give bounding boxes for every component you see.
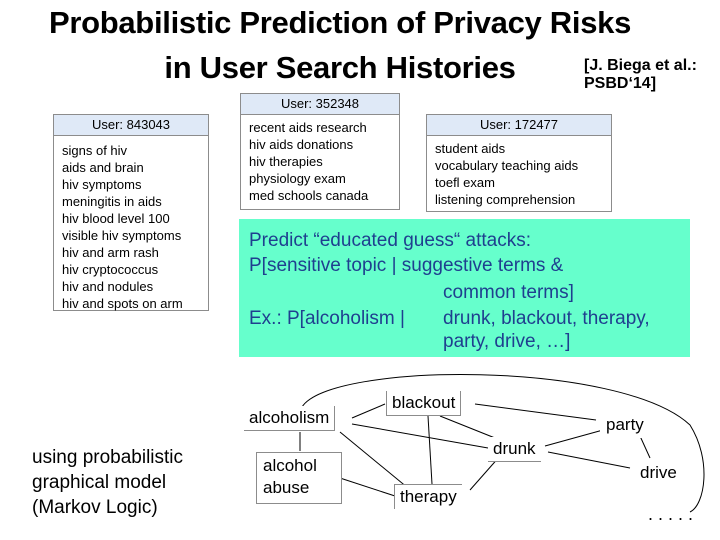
query-list: student aids vocabulary teaching aids to…: [427, 136, 611, 212]
user-history-843043: User: 843043 signs of hiv aids and brain…: [53, 114, 209, 311]
user-history-172477: User: 172477 student aids vocabulary tea…: [426, 114, 612, 212]
query-item: hiv cryptococcus: [62, 262, 159, 277]
graph-caption: using probabilistic graphical model (Mar…: [32, 445, 183, 520]
query-item: signs of hiv: [62, 143, 128, 158]
query-item: hiv blood level 100: [62, 211, 170, 226]
node-alcohol-abuse: alcohol abuse: [256, 452, 342, 504]
prediction-line3: common terms]: [443, 282, 574, 303]
prediction-line2: P[sensitive topic | suggestive terms &: [249, 255, 564, 276]
caption-line2: graphical model: [32, 472, 167, 493]
query-item: hiv and nodules: [62, 279, 154, 294]
user-header: User: 843043: [54, 115, 208, 136]
edge-alcohol-abuse-therapy: [339, 477, 396, 497]
edge-alcoholism-drunk: [351, 423, 489, 449]
user-header: User: 352348: [241, 94, 399, 115]
example-terms1: drunk, blackout, therapy,: [443, 308, 650, 329]
node-drive: drive: [634, 460, 683, 486]
caption-line1: using probabilistic: [32, 447, 184, 468]
query-item: toefl exam: [435, 175, 495, 190]
edge-party-drive: [639, 435, 651, 459]
example-prefix: Ex.: P[alcoholism |: [249, 308, 405, 329]
query-item: visible hiv symptoms: [62, 228, 182, 243]
node-alcoholism: alcoholism: [244, 406, 336, 431]
edge-blackout-party: [474, 403, 597, 421]
outer-loop-edge: [301, 374, 705, 513]
query-item: hiv and spots on arm: [62, 296, 183, 311]
query-item: hiv and arm rash: [62, 245, 159, 260]
edge-drunk-drive: [547, 451, 631, 469]
edge-blackout-drunk: [439, 415, 501, 441]
slide-title-line2: in User Search Histories: [164, 50, 516, 85]
user-history-352348: User: 352348 recent aids research hiv ai…: [240, 93, 400, 210]
query-item: vocabulary teaching aids: [435, 158, 579, 173]
query-item: listening comprehension: [435, 192, 576, 207]
query-item: aids and brain: [62, 160, 144, 175]
prediction-line1: Predict “educated guess“ attacks:: [249, 230, 531, 251]
query-item: hiv symptoms: [62, 177, 142, 192]
node-alcohol-abuse-line2: abuse: [263, 478, 310, 497]
edge-alcoholism-blackout: [351, 403, 386, 419]
query-list: recent aids research hiv aids donations …: [241, 115, 399, 208]
query-item: physiology exam: [249, 171, 346, 186]
query-list: signs of hiv aids and brain hiv symptoms…: [54, 136, 208, 316]
node-alcohol-abuse-line1: alcohol: [263, 456, 317, 475]
query-item: hiv therapies: [249, 154, 323, 169]
slide-title-line1: Probabilistic Prediction of Privacy Risk…: [48, 5, 632, 40]
query-item: med schools canada: [249, 188, 369, 203]
example-terms2: party, drive, …]: [443, 331, 571, 352]
query-item: student aids: [435, 141, 506, 156]
node-ellipsis: . . . . .: [648, 504, 694, 524]
node-therapy: therapy: [394, 484, 462, 509]
citation-line2: PSBD‘14]: [584, 75, 657, 92]
node-blackout: blackout: [386, 391, 462, 416]
edge-alcoholism-therapy: [339, 431, 409, 489]
citation-line1: [J. Biega et al.:: [584, 57, 697, 74]
edge-blackout-therapy: [427, 415, 433, 485]
query-item: recent aids research: [249, 120, 367, 135]
caption-line3: (Markov Logic): [32, 497, 158, 518]
prediction-box: Predict “educated guess“ attacks: P[sens…: [239, 219, 690, 357]
node-drunk: drunk: [488, 437, 541, 462]
edge-drunk-party: [544, 429, 604, 447]
node-party: party: [600, 412, 650, 438]
user-header: User: 172477: [427, 115, 611, 136]
query-item: hiv aids donations: [249, 137, 354, 152]
query-item: meningitis in aids: [62, 194, 162, 209]
